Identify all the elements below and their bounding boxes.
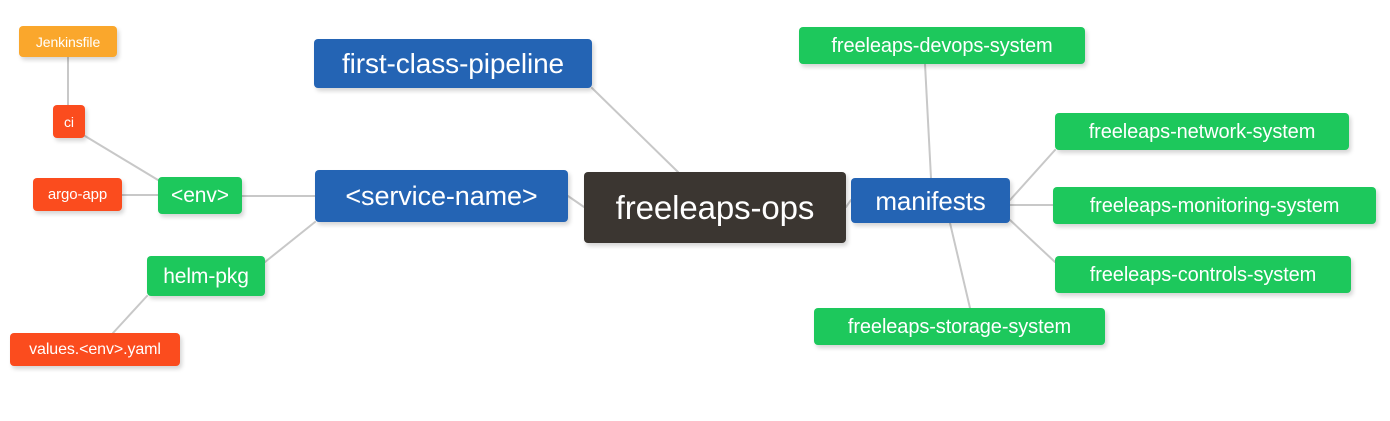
node-jenkinsfile[interactable]: Jenkinsfile	[19, 26, 117, 57]
node-freeleaps-network-system[interactable]: freeleaps-network-system	[1055, 113, 1349, 150]
node-freeleaps-ops[interactable]: freeleaps-ops	[584, 172, 846, 243]
node-freeleaps-controls-system[interactable]: freeleaps-controls-system	[1055, 256, 1351, 293]
node-label: freeleaps-storage-system	[847, 315, 1072, 338]
node-values-yaml[interactable]: values.<env>.yaml	[10, 333, 180, 366]
node-label: manifests	[875, 185, 986, 216]
node-service-name[interactable]: <service-name>	[315, 170, 568, 222]
edge-manifests-devops	[924, 63, 932, 179]
node-ci[interactable]: ci	[53, 105, 85, 138]
node-label: freeleaps-monitoring-system	[1089, 194, 1340, 217]
edge-manifests-storage	[949, 222, 971, 309]
node-label: helm-pkg	[163, 264, 249, 288]
node-label: freeleaps-devops-system	[831, 34, 1053, 57]
edge-env-ci	[84, 135, 159, 181]
node-helm-pkg[interactable]: helm-pkg	[147, 256, 265, 296]
node-freeleaps-monitoring-system[interactable]: freeleaps-monitoring-system	[1053, 187, 1376, 224]
node-label: <env>	[171, 184, 229, 207]
edge-ops-pipeline	[591, 87, 679, 173]
node-label: values.<env>.yaml	[29, 340, 161, 358]
node-label: <service-name>	[345, 180, 538, 211]
node-label: Jenkinsfile	[35, 33, 101, 50]
node-label: freeleaps-ops	[615, 189, 815, 226]
node-env[interactable]: <env>	[158, 177, 242, 214]
node-freeleaps-devops-system[interactable]: freeleaps-devops-system	[799, 27, 1085, 64]
node-argo-app[interactable]: argo-app	[33, 178, 122, 211]
node-label: freeleaps-network-system	[1088, 120, 1316, 143]
edge-manifests-network	[1009, 149, 1056, 201]
edge-service-helm	[264, 221, 316, 263]
node-first-class-pipeline[interactable]: first-class-pipeline	[314, 39, 592, 88]
node-freeleaps-storage-system[interactable]: freeleaps-storage-system	[814, 308, 1105, 345]
node-label: ci	[64, 113, 74, 130]
edge-ops-service	[567, 195, 585, 208]
node-label: freeleaps-controls-system	[1089, 263, 1317, 286]
node-label: argo-app	[47, 186, 108, 203]
edge-manifests-controls	[1009, 219, 1056, 263]
node-manifests[interactable]: manifests	[851, 178, 1010, 223]
edge-helm-values	[112, 295, 148, 334]
node-label: first-class-pipeline	[341, 47, 565, 79]
